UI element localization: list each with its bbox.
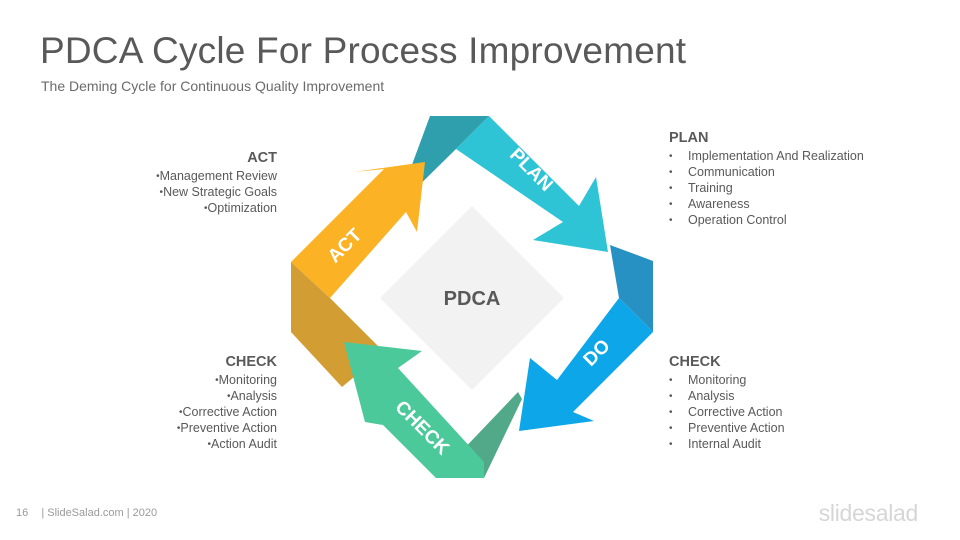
check-left-section: CHECK Monitoring Analysis Corrective Act… <box>165 354 277 452</box>
act-list: Management Review New Strategic Goals Op… <box>145 168 277 216</box>
check-arrow <box>344 342 484 478</box>
list-item: Training <box>669 180 864 196</box>
list-item: Preventive Action <box>165 420 277 436</box>
list-item: Awareness <box>669 196 864 212</box>
plan-list: Implementation And Realization Communica… <box>669 148 864 228</box>
do-arrow <box>519 298 653 431</box>
check-right-section: CHECK Monitoring Analysis Corrective Act… <box>669 354 785 452</box>
list-item: Implementation And Realization <box>669 148 864 164</box>
list-item: Monitoring <box>669 372 785 388</box>
list-item: Analysis <box>669 388 785 404</box>
brand-logo: slidesalad <box>818 500 919 526</box>
list-item: Management Review <box>145 168 277 184</box>
act-arrow <box>291 162 425 298</box>
list-item: Analysis <box>165 388 277 404</box>
plan-heading: PLAN <box>669 130 709 146</box>
list-item: Internal Audit <box>669 436 785 452</box>
slide-title: PDCA Cycle For Process Improvement <box>40 30 687 71</box>
slide-subtitle: The Deming Cycle for Continuous Quality … <box>41 78 385 94</box>
check-left-heading: CHECK <box>225 354 277 370</box>
do-ribbon-back <box>610 245 653 332</box>
act-section: ACT Management Review New Strategic Goal… <box>145 150 277 216</box>
pdca-center-diamond <box>380 206 564 390</box>
check-left-list: Monitoring Analysis Corrective Action Pr… <box>165 372 277 452</box>
slide-footer: 16 | SlideSalad.com | 2020 <box>16 507 157 519</box>
footer-credit: | SlideSalad.com | 2020 <box>41 507 158 519</box>
list-item: Monitoring <box>165 372 277 388</box>
list-item: Corrective Action <box>165 404 277 420</box>
check-right-heading: CHECK <box>669 354 721 370</box>
pdca-center-label: PDCA <box>444 288 501 310</box>
act-heading: ACT <box>247 150 277 166</box>
list-item: Action Audit <box>165 436 277 452</box>
list-item: Preventive Action <box>669 420 785 436</box>
list-item: Communication <box>669 164 864 180</box>
page-number: 16 <box>16 507 29 519</box>
list-item: Operation Control <box>669 212 864 228</box>
list-item: Corrective Action <box>669 404 785 420</box>
check-right-list: Monitoring Analysis Corrective Action Pr… <box>669 372 785 452</box>
plan-section: PLAN Implementation And Realization Comm… <box>669 130 864 228</box>
plan-arrow <box>456 116 608 252</box>
list-item: Optimization <box>145 200 277 216</box>
list-item: New Strategic Goals <box>145 184 277 200</box>
